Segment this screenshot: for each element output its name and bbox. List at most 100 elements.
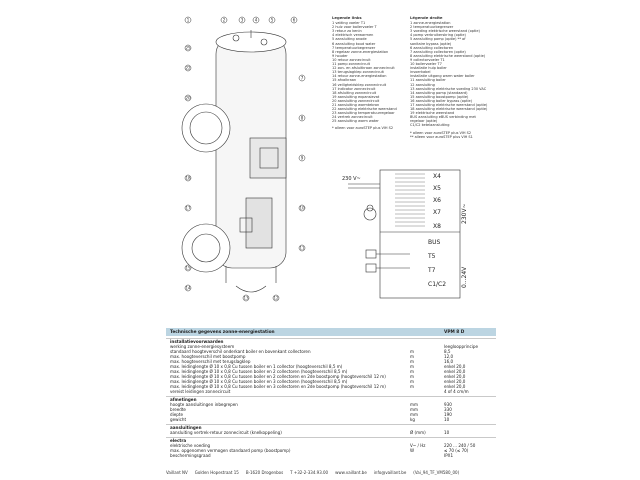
svg-text:14: 14: [186, 286, 192, 291]
tech-cell-lab: aansluiting vertrek-retour zonnecircuit …: [170, 430, 282, 435]
legend-item: installatie hulp boiler: [410, 66, 447, 71]
tech-cell-val: 8,5: [444, 349, 451, 354]
svg-text:20: 20: [186, 96, 192, 101]
technical-data-table: Technische gegevens zonne-energiestation…: [166, 328, 496, 458]
tech-cell-val: enkel 20,0: [444, 369, 466, 374]
legend-item: 12 aansluiting: [410, 82, 435, 87]
legend-item: 10 retour zonnecircuit: [332, 57, 371, 62]
legend-item: 25 aansluiting warm water: [332, 119, 379, 124]
legend-item: 3 voeding elektrische weerstand (optie): [410, 29, 480, 34]
svg-text:1: 1: [187, 18, 190, 23]
tech-cell-val: 12,0: [444, 354, 454, 359]
legend-right-title: Légende droite: [410, 15, 443, 20]
legend-item: 15 aansluiting boostpomp (optie): [410, 94, 469, 99]
legend-right: Légende droite 1 zonne-energiestation 2 …: [410, 15, 494, 139]
terminal-bus: BUS: [428, 239, 441, 246]
legend-item: 20 aansluiting zonnecircuit: [332, 98, 380, 103]
tech-cell-lab: breedte: [170, 407, 186, 412]
legend-item: 14 aansluiting pomp (standaard): [410, 90, 468, 95]
tech-cell-val: enkel 20,0: [444, 364, 466, 369]
legend-item: C1/C2 ketelaansluiting: [410, 123, 450, 128]
terminal-t5: T5: [427, 253, 436, 260]
footer-doc: (Vai_94_TF_VM580_00): [413, 470, 460, 475]
legend-item: 12 zon- en afsluitkraan zonnecircuit: [332, 66, 395, 71]
tech-cell-unit: mm: [410, 402, 418, 407]
tech-cell-lab: max. hoogteverschil met boostpomp: [170, 354, 246, 359]
legend-item: 18 afsluiting zonnecircuit: [332, 90, 377, 95]
boiler-drawing: 1 2 3 4 5 6 7 8 9 10 11 12 13 14 15 17 1…: [181, 16, 306, 302]
legend-item: 9 houder: [332, 53, 348, 58]
terminal-x5: X5: [433, 185, 441, 192]
tech-cell-lab: beschermingsgraad: [170, 453, 211, 458]
svg-text:6: 6: [293, 18, 296, 23]
legend-note: ** alleen voor auroSTEP plus VIH S1: [410, 134, 473, 139]
tech-cell-unit: kg: [410, 417, 415, 422]
svg-text:10: 10: [300, 206, 306, 211]
legend-item: 10 boilervoeler T7: [410, 62, 442, 67]
tech-cell-val: enkel 20,0: [444, 384, 466, 389]
tech-cell-unit: m: [410, 354, 414, 359]
tech-cell-val: enkel 20,0: [444, 374, 466, 379]
legend-note: * alleen voor auroSTEP plus VIH S2: [332, 126, 394, 131]
legend-left: Legende links 1 vatting voeler T1 2 hulz…: [332, 15, 416, 131]
tech-section-title: electra: [166, 437, 496, 443]
legend-item: 2 hulz voor boilervoeler T: [332, 25, 377, 30]
svg-text:15: 15: [186, 266, 192, 271]
footer-web: www.vaillant.be: [335, 470, 367, 475]
tech-section-title: installatievoorwaarden: [166, 338, 496, 344]
footer-phone: T +32-2-334.93.00: [290, 470, 329, 475]
legend-item: installatie uitgang warm water boiler: [410, 74, 475, 79]
tech-cell-unit: m: [410, 369, 414, 374]
tech-row: standaard hoogteverschil onderkant boile…: [166, 349, 496, 354]
tech-row: max. leidinglengte Ø 10 x 0,8 Cu tussen …: [166, 379, 496, 384]
tech-cell-lab: max. hoogteverschil met terugslagklep: [170, 359, 251, 364]
terminal-x8: X8: [433, 223, 441, 230]
tech-cell-lab: hoogte aansluitingen inbegrepen: [170, 402, 238, 407]
tech-cell-lab: max. leidinglengte Ø 10 x 0,8 Cu tussen …: [170, 369, 348, 374]
tech-title: Technische gegevens zonne-energiestation: [170, 329, 275, 335]
tech-model: VPM 8 D: [444, 329, 465, 335]
svg-text:18: 18: [186, 176, 192, 181]
tech-cell-unit: V~ / Hz: [410, 443, 426, 448]
tech-row: max. hoogteverschil met boostpomp m 12,0: [166, 354, 496, 359]
legend-item: 5 aansluiting anode: [332, 37, 367, 42]
legend-item: 11 pomp zonnecircuit: [332, 62, 370, 67]
tech-cell-lab: diepte: [170, 412, 183, 417]
legend-item: 24 vertrek zonnecircuit: [332, 115, 373, 120]
tech-cell-lab: max. leidinglengte Ø 10 x 0,8 Cu tussen …: [170, 374, 386, 379]
tech-header: Technische gegevens zonne-energiestation…: [166, 328, 496, 336]
tech-row: max. leidinglengte Ø 10 x 0,8 Cu tussen …: [166, 364, 496, 369]
legend-item: 11 aansluiting boiler: [410, 78, 446, 83]
svg-text:3: 3: [241, 18, 244, 23]
legend-item: 13 aansluiting elektrische voeding 230 V…: [410, 86, 487, 91]
legend-note: * alleen voor auroSTEP plus VIH S2: [410, 130, 472, 135]
tech-cell-val: IPX1: [444, 453, 454, 458]
legend-item: regelaar (optie): [410, 119, 438, 124]
svg-text:22: 22: [186, 66, 192, 71]
legend-item: 3 retour zo kenin: [332, 29, 362, 34]
tech-section-title: aansluitingen: [166, 424, 496, 430]
svg-text:9: 9: [301, 156, 304, 161]
legend-item: 1 zonne-energiestation: [410, 21, 451, 26]
tech-cell-unit: m: [410, 359, 414, 364]
svg-text:11: 11: [300, 246, 306, 251]
tech-cell-lab: max. leidinglengte Ø 10 x 0,8 Cu tussen …: [170, 364, 343, 369]
tech-cell-val: 10: [444, 417, 450, 422]
legend-left-title: Legende links: [332, 15, 362, 20]
tech-cell-unit: m: [410, 349, 414, 354]
tech-cell-unit: m: [410, 384, 414, 389]
tech-cell-val: enkel 20,0: [444, 379, 466, 384]
legend-item: 15 afvalkraan: [332, 78, 357, 83]
footer-city: B-1620 Drogenbos: [245, 470, 284, 475]
legend-item: 18 aansluiting elektrische weerstand (op…: [410, 107, 488, 112]
tech-row: aansluiting vertrek-retour zonnecircuit …: [166, 430, 496, 435]
